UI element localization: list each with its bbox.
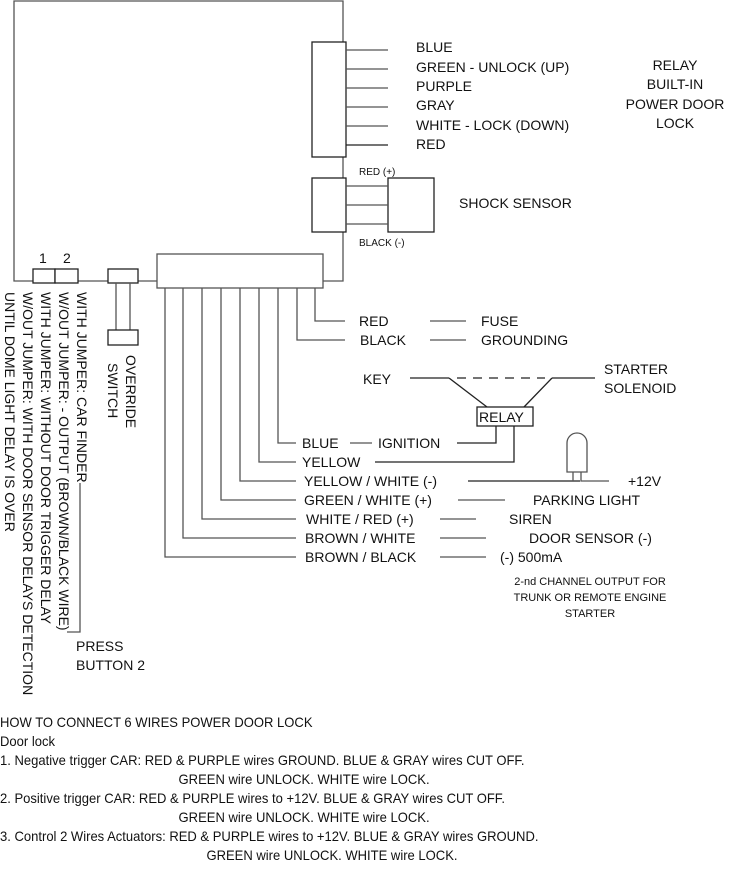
main-wire-target: DOOR SENSOR (-) bbox=[529, 530, 652, 546]
shock-sensor-label: SHOCK SENSOR bbox=[459, 195, 572, 211]
lock-wire-label: RED bbox=[416, 136, 446, 152]
alarm-unit-outline bbox=[13, 0, 344, 282]
instruction-line: GREEN wire UNLOCK. WHITE wire LOCK. bbox=[178, 809, 430, 825]
relay-box bbox=[476, 406, 534, 427]
second-channel-note: 2-nd CHANNEL OUTPUT FOR bbox=[514, 576, 666, 588]
main-wire-label: BROWN / WHITE bbox=[305, 530, 415, 546]
press-button-label: PRESS bbox=[76, 638, 123, 654]
lock-wire-label: WHITE - LOCK (DOWN) bbox=[416, 117, 569, 133]
instructions-title: HOW TO CONNECT 6 WIRES POWER DOOR LOCK bbox=[0, 714, 313, 730]
main-harness-connector bbox=[156, 253, 324, 289]
main-wire-label: BROWN / BLACK bbox=[305, 549, 417, 565]
relay-lock-title: RELAY bbox=[653, 57, 699, 73]
second-channel-note: STARTER bbox=[565, 608, 615, 620]
power-lock-wire-stubs bbox=[346, 49, 388, 146]
override-switch-connector bbox=[107, 268, 139, 284]
shock-black-label: BLACK (-) bbox=[359, 238, 405, 249]
instruction-line: 1. Negative trigger CAR: RED & PURPLE wi… bbox=[0, 752, 525, 768]
jumper-note: WITH JUMPER: WITHOUT DOOR TRIGGER DELAY bbox=[38, 292, 54, 625]
shock-sensor-connector-left bbox=[311, 177, 347, 233]
main-wire-label: YELLOW / WHITE (-) bbox=[304, 473, 437, 489]
starter-label: STARTER bbox=[604, 361, 668, 377]
instructions-subtitle: Door lock bbox=[0, 733, 56, 749]
main-wire-label: WHITE / RED (+) bbox=[306, 511, 414, 527]
jumper-2[interactable] bbox=[54, 268, 79, 284]
shock-sensor-connector-right bbox=[387, 177, 435, 233]
shock-red-label: RED (+) bbox=[359, 167, 395, 178]
key-label: KEY bbox=[363, 371, 392, 387]
main-wire-label: BLUE bbox=[302, 435, 339, 451]
main-wire-target: IGNITION bbox=[378, 435, 440, 451]
main-wire-target: (-) 500mA bbox=[500, 549, 563, 565]
instruction-line: 3. Control 2 Wires Actuators: RED & PURP… bbox=[0, 828, 539, 844]
jumper-note: W/OUT JUMPER: - OUTPUT (BROWN/BLACK WIRE… bbox=[56, 292, 72, 631]
instruction-line: GREEN wire UNLOCK. WHITE wire LOCK. bbox=[178, 771, 430, 787]
jumper-number-1: 1 bbox=[39, 250, 47, 266]
harness-wires bbox=[164, 288, 345, 558]
override-switch-label: SWITCH bbox=[105, 363, 121, 418]
starter-label: SOLENOID bbox=[604, 380, 676, 396]
lock-wire-label: GRAY bbox=[416, 97, 455, 113]
relay-lock-title: POWER DOOR bbox=[626, 96, 725, 112]
main-wire-target: SIREN bbox=[509, 511, 552, 527]
override-switch-label: OVERRIDE bbox=[123, 355, 139, 428]
power-lock-connector bbox=[311, 41, 347, 158]
instruction-line: GREEN wire UNLOCK. WHITE wire LOCK. bbox=[206, 847, 458, 863]
power-wire-red: RED bbox=[359, 313, 389, 329]
power-wire-black: BLACK bbox=[360, 332, 407, 348]
relay-lock-title: LOCK bbox=[656, 115, 695, 131]
wiring-diagram: BLUE GREEN - UNLOCK (UP) PURPLE GRAY WHI… bbox=[2, 0, 725, 695]
relay-lock-title: BUILT-IN bbox=[647, 76, 704, 92]
jumper-note: UNTIL DOME LIGHT DELAY IS OVER bbox=[2, 292, 18, 532]
lock-wire-label: BLUE bbox=[416, 39, 453, 55]
power-grounding: GROUNDING bbox=[481, 332, 568, 348]
main-wire-target: PARKING LIGHT bbox=[533, 492, 641, 508]
main-wire-label: GREEN / WHITE (+) bbox=[304, 492, 432, 508]
instructions: HOW TO CONNECT 6 WIRES POWER DOOR LOCK D… bbox=[0, 713, 680, 865]
lock-wire-label: PURPLE bbox=[416, 78, 472, 94]
press-button-bracket bbox=[67, 483, 81, 633]
second-channel-note: TRUNK OR REMOTE ENGINE bbox=[514, 592, 667, 604]
starter-kill-circuit bbox=[375, 377, 595, 463]
power-fuse: FUSE bbox=[481, 313, 518, 329]
main-wire-target: +12V bbox=[628, 473, 662, 489]
bulb-circuit bbox=[468, 432, 609, 482]
jumper-number-2: 2 bbox=[63, 250, 71, 266]
jumper-1[interactable] bbox=[32, 268, 56, 284]
bulb-icon bbox=[566, 432, 588, 473]
lock-wire-label: GREEN - UNLOCK (UP) bbox=[416, 59, 569, 75]
jumper-note: WITH JUMPER: CAR FINDER bbox=[74, 292, 90, 483]
jumper-note: W/OUT JUMPER: WITH DOOR SENSOR DELAYS DE… bbox=[20, 292, 36, 695]
relay-label: RELAY bbox=[479, 409, 525, 425]
shock-sensor-wires bbox=[346, 185, 388, 225]
press-button-label: BUTTON 2 bbox=[76, 657, 145, 673]
main-wire-label: YELLOW bbox=[302, 454, 361, 470]
override-switch[interactable] bbox=[107, 329, 139, 346]
instruction-line: 2. Positive trigger CAR: RED & PURPLE wi… bbox=[0, 790, 505, 806]
